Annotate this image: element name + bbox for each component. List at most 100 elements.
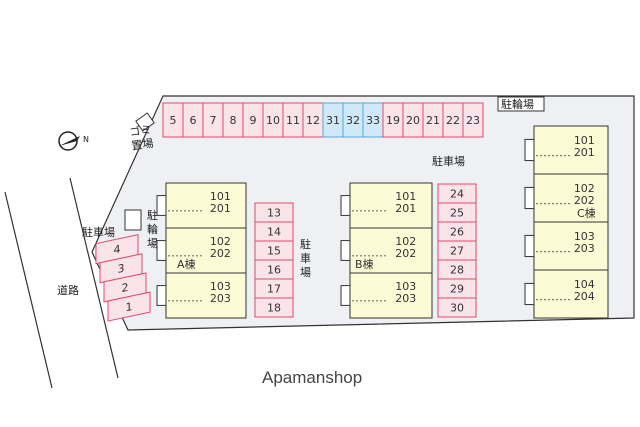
parking-space-number: 33: [366, 114, 380, 127]
parking-space-number: 25: [450, 207, 464, 220]
parking-space-30: 30: [437, 297, 477, 318]
compass-icon: N: [58, 131, 89, 151]
parking-space-26: 26: [437, 221, 477, 242]
parking-space-number: 23: [466, 114, 480, 127]
entrance-notch: [524, 282, 535, 306]
parking-space-number: 10: [266, 114, 280, 127]
parking-row-left: 4 3 2 1: [95, 234, 151, 322]
parking-space-18: 18: [254, 297, 294, 318]
parking-space-31: 31: [322, 102, 344, 138]
entrance-notch: [156, 240, 167, 261]
parking-space-5: 5: [162, 102, 184, 138]
parking-space-number: 13: [267, 207, 281, 220]
parking-space-13: 13: [254, 202, 294, 223]
parking-mid-label: 駐車場: [300, 237, 311, 279]
road-label: 道路: [57, 283, 79, 297]
parking-space-4: 4: [95, 234, 139, 265]
parking-space-12: 12: [302, 102, 324, 138]
parking-space-number: 20: [406, 114, 420, 127]
entrance-notch: [340, 240, 351, 261]
parking-space-22: 22: [442, 102, 464, 138]
parking-space-number: 2: [122, 281, 129, 295]
parking-space-number: 12: [306, 114, 320, 127]
road-edge-left: [4, 191, 53, 389]
bike-parking-top-label: 駐輪場: [501, 97, 534, 111]
parking-space-number: 26: [450, 226, 464, 239]
building-name: C棟: [577, 206, 596, 220]
parking-space-16: 16: [254, 259, 294, 280]
parking-space-21: 21: [422, 102, 444, 138]
parking-space-box: [462, 102, 484, 138]
building-outline: [349, 182, 433, 319]
parking-space-20: 20: [402, 102, 424, 138]
parking-space-number: 6: [190, 114, 197, 127]
parking-space-number: 14: [267, 226, 281, 239]
parking-space-29: 29: [437, 278, 477, 299]
parking-space-1: 1: [107, 291, 151, 322]
parking-space-number: 5: [170, 114, 177, 127]
parking-space-28: 28: [437, 259, 477, 280]
entrance-notch: [524, 186, 535, 210]
parking-space-number: 27: [450, 245, 464, 258]
parking-space-number: 30: [450, 302, 464, 315]
parking-space-number: 22: [446, 114, 460, 127]
entrance-notch: [156, 195, 167, 216]
parking-space-10: 10: [262, 102, 284, 138]
parking-space-8: 8: [222, 102, 244, 138]
garbage-station: [135, 112, 155, 132]
parking-space-number: 16: [267, 264, 281, 277]
parking-space-19: 19: [382, 102, 404, 138]
entrance-notch: [340, 285, 351, 306]
parking-space-number: 4: [114, 242, 121, 256]
parking-space-number: 28: [450, 264, 464, 277]
building-name: A棟: [177, 257, 196, 271]
parking-space-number: 1: [126, 300, 133, 314]
north-label: N: [83, 135, 89, 144]
parking-space-25: 25: [437, 202, 477, 223]
parking-space-number: 31: [326, 114, 340, 127]
garbage-label: ゴミ置場: [129, 122, 155, 153]
parking-space-23: 23: [462, 102, 484, 138]
parking-space-11: 11: [282, 102, 304, 138]
parking-space-number: 19: [386, 114, 400, 127]
building-outline: [165, 182, 247, 319]
parking-space-number: 7: [210, 114, 217, 127]
parking-space-number: 17: [267, 283, 281, 296]
parking-space-number: 11: [286, 114, 300, 127]
parking-space-number: 3: [118, 262, 125, 276]
parking-space-32: 32: [342, 102, 364, 138]
parking-space-number: 32: [346, 114, 360, 127]
bike-parking-left-box: [124, 209, 142, 231]
parking-space-number: 24: [450, 188, 464, 201]
parking-space-box: [254, 297, 294, 318]
parking-space-number: 8: [230, 114, 237, 127]
parking-space-box: [107, 291, 151, 322]
parking-space-number: 29: [450, 283, 464, 296]
parking-space-number: 21: [426, 114, 440, 127]
entrance-notch: [524, 234, 535, 258]
parking-space-7: 7: [202, 102, 224, 138]
parking-space-9: 9: [242, 102, 264, 138]
road-edge-right: [69, 177, 119, 379]
entrance-notch: [340, 195, 351, 216]
entrance-notch: [156, 285, 167, 306]
parking-space-14: 14: [254, 221, 294, 242]
parking-space-33: 33: [362, 102, 384, 138]
bike-parking-top-box: [497, 96, 545, 112]
parking-column-right: 24 25 26 27 28 29 30: [437, 183, 477, 318]
parking-space-number: 9: [250, 114, 257, 127]
